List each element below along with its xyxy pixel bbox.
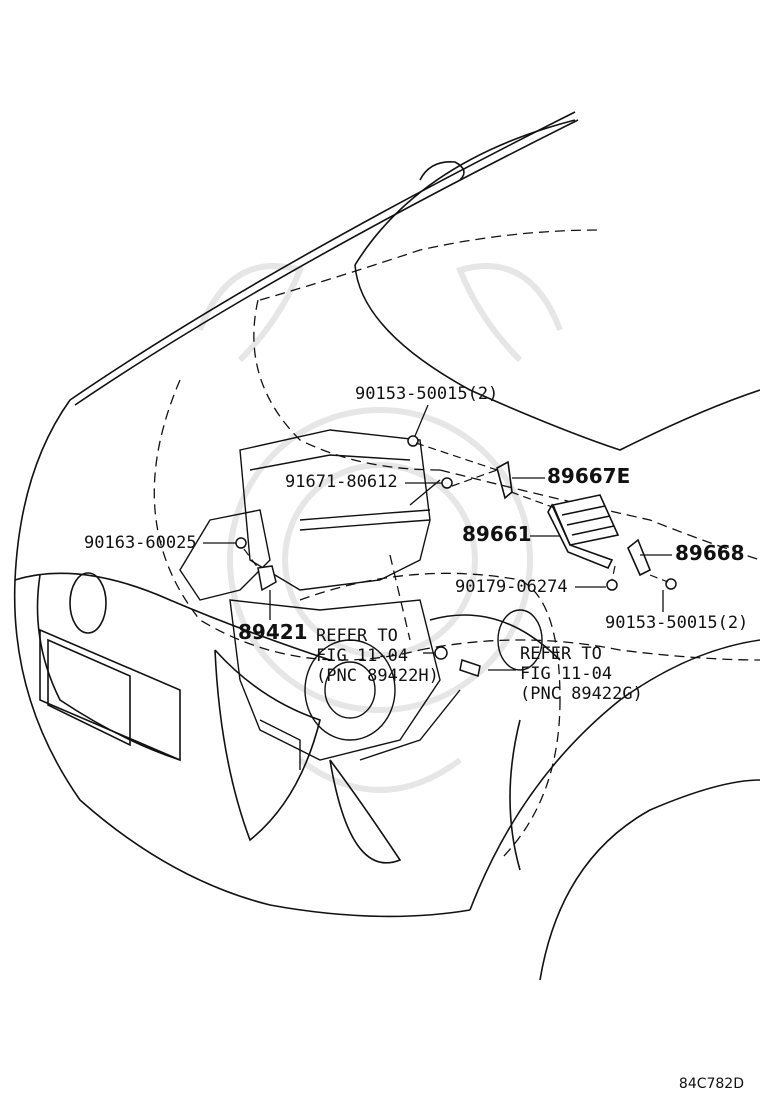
label-bolt-top: 90153-50015(2) [355, 384, 499, 404]
ecu-module [547, 494, 620, 570]
watermark-emblem [197, 263, 563, 793]
hidden-lines [153, 229, 760, 861]
drawing-code: 84C782D [678, 1076, 744, 1092]
note-right-line-2: FIG 11-04 [520, 664, 613, 684]
note-left-line-2: FIG 11-04 [316, 646, 409, 666]
label-sensor: 89421 [238, 620, 308, 644]
label-ecu: 89661 [462, 522, 532, 546]
label-bolt-right: 90153-50015(2) [605, 613, 749, 633]
note-refer-left: REFER TO FIG 11-04 (PNC 89422H) [316, 626, 439, 686]
label-bolt-left: 91671-80612 [285, 472, 398, 492]
label-bracket-right: 89668 [675, 541, 745, 565]
dash-leaders [243, 442, 669, 583]
label-bolt-sensor: 90163-60025 [84, 533, 197, 553]
car-body [13, 111, 760, 981]
note-right-line-1: REFER TO [520, 644, 602, 664]
note-refer-right: REFER TO FIG 11-04 (PNC 89422G) [520, 644, 643, 704]
label-nut: 90179-06274 [455, 577, 568, 597]
note-left-line-1: REFER TO [316, 626, 398, 646]
note-left-line-3: (PNC 89422H) [316, 666, 439, 686]
label-bracket-upper: 89667E [547, 464, 631, 488]
note-right-line-3: (PNC 89422G) [520, 684, 643, 704]
leader-lines [203, 404, 672, 671]
